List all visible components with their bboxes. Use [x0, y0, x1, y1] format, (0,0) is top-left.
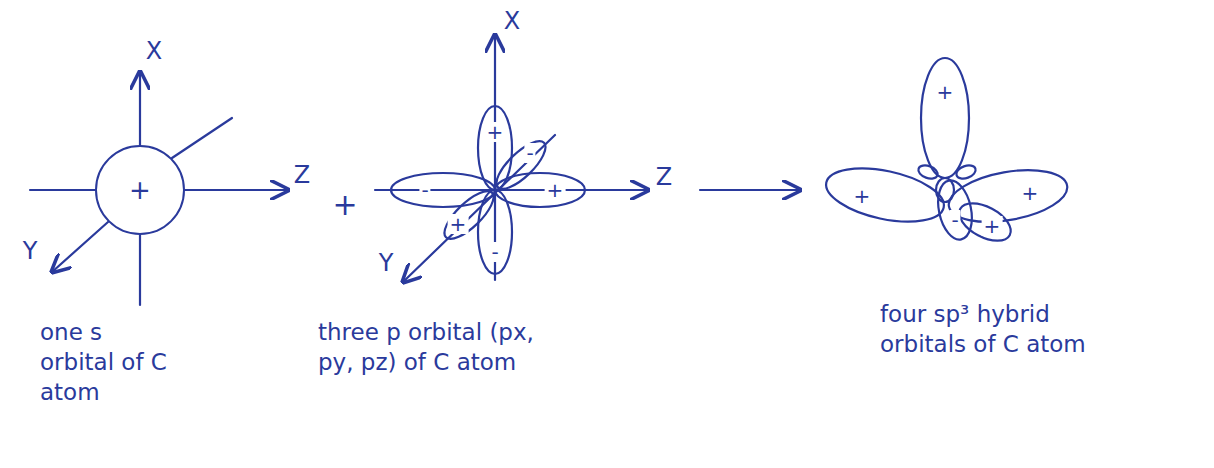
orbital-sign: + — [485, 122, 506, 142]
z-axis — [185, 189, 288, 191]
axis-label: Y — [23, 238, 38, 266]
hybrid-lobe-small — [955, 163, 978, 181]
orbital-lobe — [438, 184, 501, 246]
axis-line — [172, 118, 232, 158]
orbital-sign: + — [448, 214, 469, 234]
axis-line — [139, 235, 141, 305]
hybrid-lobe — [821, 159, 948, 231]
hybrid-lobe — [945, 162, 1072, 230]
orbital-lobe — [391, 173, 495, 207]
orbital-sign: + — [982, 216, 1003, 236]
hybrid-lobe — [921, 58, 969, 178]
axis-line — [30, 189, 95, 191]
y-axis — [52, 222, 108, 272]
axis-label: Z — [294, 162, 310, 190]
orbital-sign: - — [489, 242, 500, 262]
x-axis — [139, 72, 141, 145]
reaction-arrow — [700, 189, 800, 191]
axis-label: Z — [656, 164, 672, 192]
orbital-lobe — [490, 134, 553, 196]
caption: four sp³ hybrid orbitals of C atom — [880, 300, 1130, 360]
orbital-lobe — [495, 173, 585, 207]
z-axis — [375, 189, 648, 191]
axis-label: X — [146, 38, 162, 66]
caption: one s orbital of C atom — [40, 318, 180, 408]
axis-label: X — [504, 8, 520, 36]
orbital-sign: + — [935, 82, 956, 102]
orbital-sign: + — [1020, 183, 1041, 203]
orbital-sign: - — [524, 143, 535, 163]
orbital-sign: + — [545, 180, 566, 200]
orbital-sign: + — [129, 177, 151, 203]
caption: three p orbital (px, py, pz) of C atom — [318, 318, 558, 378]
orbital-sign: - — [419, 180, 430, 200]
orbital-sign: + — [852, 186, 873, 206]
orbital-sign: - — [949, 210, 960, 230]
axis-label: Y — [379, 250, 394, 278]
hybrid-lobe — [953, 196, 1017, 249]
hybrid-lobe-small — [917, 163, 940, 181]
plus-sign: + — [332, 188, 357, 223]
hybrid-lobe — [933, 177, 977, 242]
s-orbital-circle: + — [95, 145, 185, 235]
